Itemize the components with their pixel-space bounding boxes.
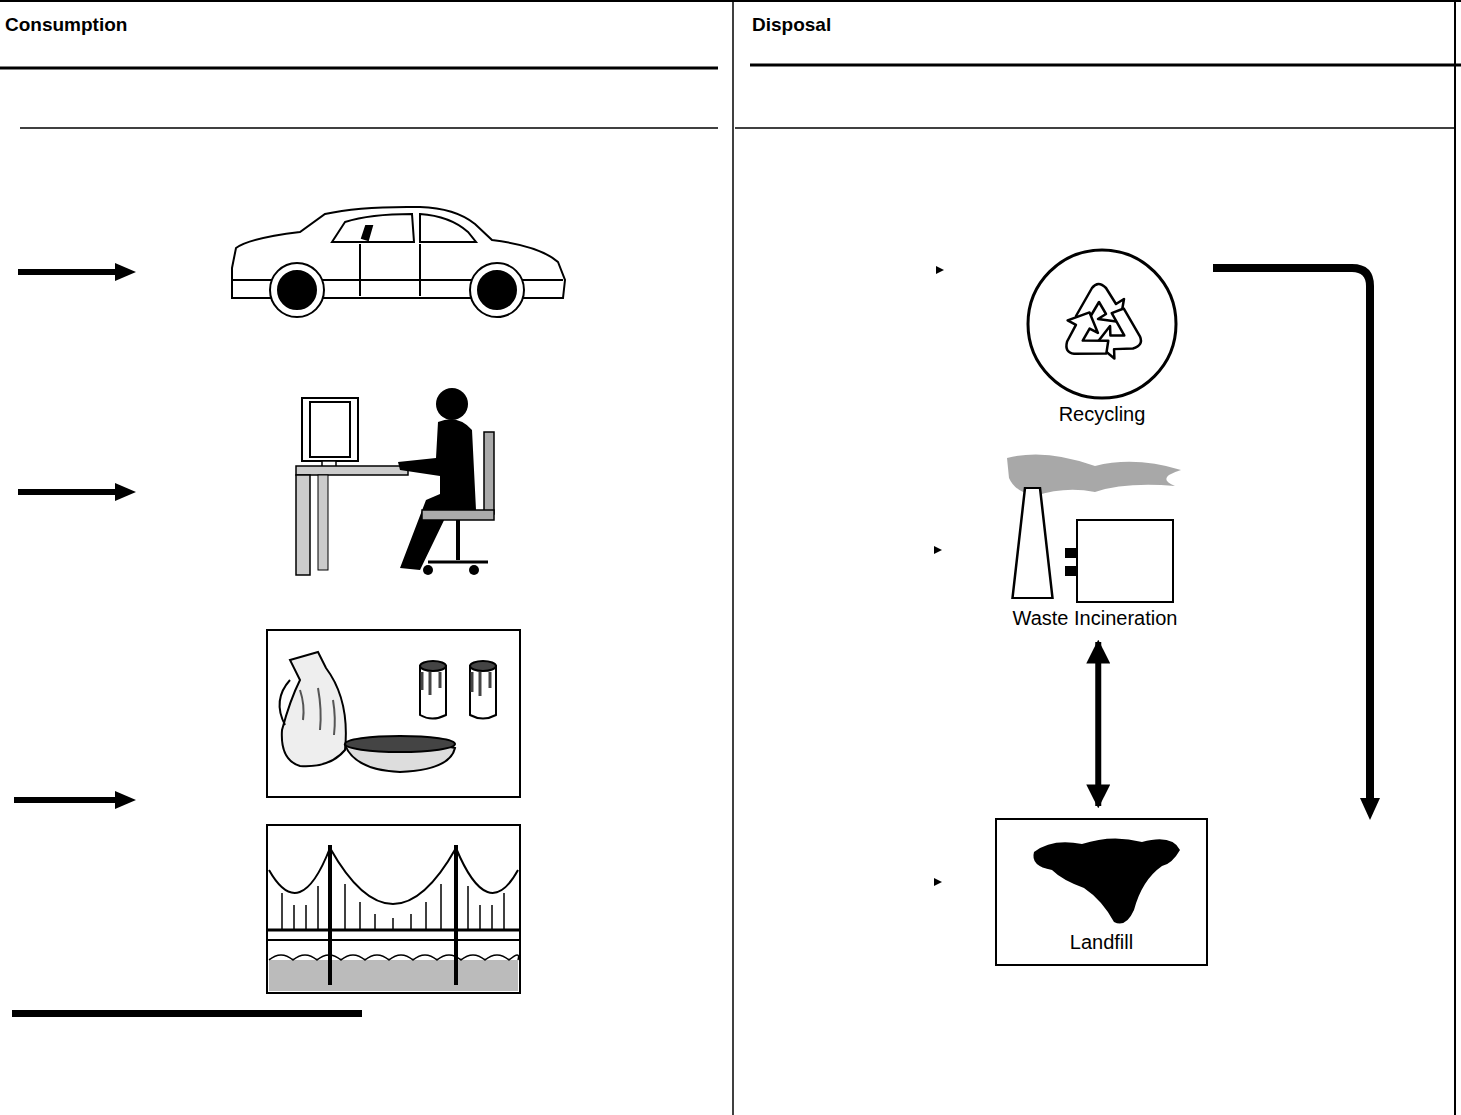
node-label: Recycling [1022, 402, 1182, 426]
disposal-node: Landfill [995, 818, 1208, 966]
computer-user-illustration [296, 388, 494, 575]
node-label: Landfill [997, 930, 1206, 954]
incin-symbol [985, 448, 1205, 606]
recycle-symbol [1024, 246, 1180, 402]
column-heading: Consumption [5, 14, 127, 36]
column-heading: Disposal [752, 14, 831, 36]
car-illustration [232, 207, 565, 317]
disposal-node: Recycling [1022, 246, 1182, 426]
bridge-illustration [267, 825, 520, 993]
pottery-illustration [267, 630, 520, 797]
inflow-marks [934, 266, 944, 886]
landfill-symbol [1022, 830, 1182, 930]
node-label: Waste Incineration [985, 606, 1205, 630]
recycling-return-arrow [1213, 268, 1380, 820]
flow-arrow [1095, 642, 1101, 806]
disposal-node: Waste Incineration [985, 448, 1205, 630]
